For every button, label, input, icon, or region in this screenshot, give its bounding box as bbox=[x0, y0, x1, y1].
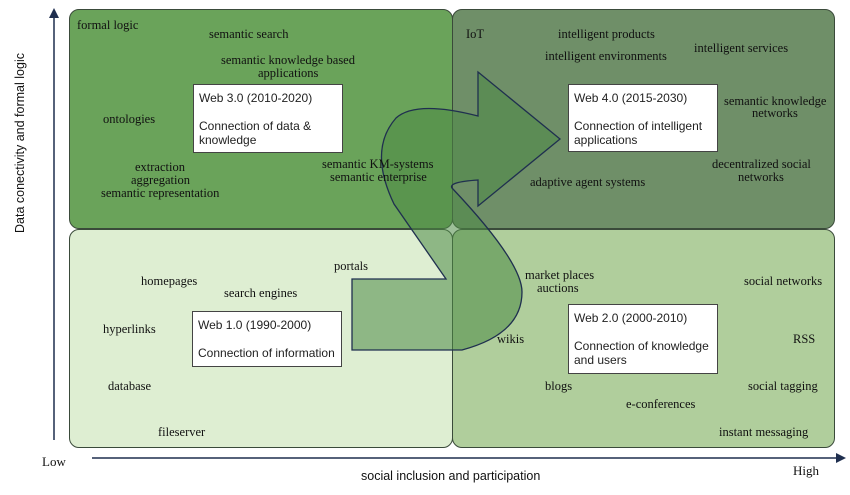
term-label: applications bbox=[258, 66, 319, 80]
low-label: Low bbox=[42, 454, 66, 469]
term-label: search engines bbox=[224, 286, 298, 300]
era-title: Web 4.0 (2015-2030) bbox=[574, 91, 688, 105]
term-label: networks bbox=[738, 170, 784, 184]
era-box-web3: Web 3.0 (2010-2020) Connection of data &… bbox=[193, 84, 343, 153]
high-label: High bbox=[793, 463, 819, 478]
term-label: aggregation bbox=[131, 173, 191, 187]
term-label: intelligent environments bbox=[545, 49, 667, 63]
quadrant-corner-label: formal logic bbox=[77, 18, 139, 32]
term-label: semantic enterprise bbox=[330, 170, 427, 184]
era-box-web1: Web 1.0 (1990-2000) Connection of inform… bbox=[192, 311, 342, 367]
term-label: social networks bbox=[744, 274, 823, 288]
term-label: blogs bbox=[545, 379, 573, 393]
term-label: extraction bbox=[135, 160, 185, 174]
y-axis-label: Data conectivity and formal logic bbox=[13, 53, 27, 233]
era-description: Connection of data & knowledge bbox=[199, 119, 312, 147]
era-title: Web 3.0 (2010-2020) bbox=[199, 91, 313, 105]
term-label: intelligent products bbox=[558, 27, 655, 41]
term-label: intelligent services bbox=[694, 41, 789, 55]
era-description: Connection of intelligent applications bbox=[574, 119, 703, 147]
term-label: ontologies bbox=[103, 112, 156, 126]
term-label: homepages bbox=[141, 274, 198, 288]
term-label: decentralized social bbox=[712, 157, 811, 171]
term-label: instant messaging bbox=[719, 425, 809, 439]
era-box-web4: Web 4.0 (2015-2030) Connection of intell… bbox=[568, 84, 718, 152]
term-label: fileserver bbox=[158, 425, 206, 439]
term-label: market places bbox=[525, 268, 595, 282]
era-box-web2: Web 2.0 (2000-2010) Connection of knowle… bbox=[568, 304, 718, 374]
era-description: Connection of knowledge and users bbox=[574, 339, 709, 367]
era-title: Web 2.0 (2000-2010) bbox=[574, 311, 688, 325]
term-label: semantic search bbox=[209, 27, 289, 41]
term-label: semantic representation bbox=[101, 186, 220, 200]
era-title: Web 1.0 (1990-2000) bbox=[198, 318, 312, 332]
term-label: adaptive agent systems bbox=[530, 175, 646, 189]
term-label: networks bbox=[752, 106, 798, 120]
term-label: portals bbox=[334, 259, 369, 273]
x-axis-label: social inclusion and participation bbox=[361, 469, 541, 483]
term-label: semantic knowledge bbox=[724, 94, 827, 108]
term-label: semantic knowledge based bbox=[221, 53, 355, 67]
quadrant-corner-label: IoT bbox=[466, 27, 485, 41]
term-label: e-conferences bbox=[626, 397, 696, 411]
era-description: Connection of information bbox=[198, 346, 335, 360]
term-label: database bbox=[108, 379, 152, 393]
term-label: semantic KM-systems bbox=[322, 157, 434, 171]
term-label: social tagging bbox=[748, 379, 818, 393]
term-label: hyperlinks bbox=[103, 322, 156, 336]
term-label: auctions bbox=[537, 281, 579, 295]
term-label: wikis bbox=[497, 332, 525, 346]
term-label: RSS bbox=[793, 332, 816, 346]
